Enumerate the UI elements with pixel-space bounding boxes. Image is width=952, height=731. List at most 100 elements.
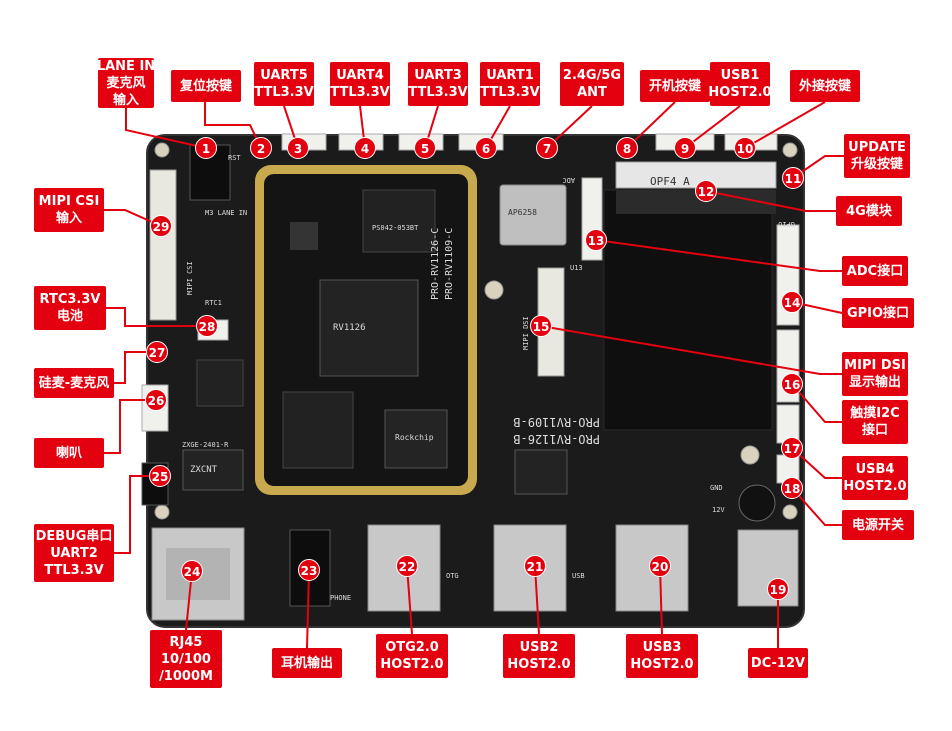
silk-gpio: GPIO: [778, 220, 795, 228]
callout-text: DC-12V: [750, 655, 806, 671]
silk-model-b1: PRO-RV1126-B: [513, 432, 600, 446]
callout-text: 硅麦-麦克风: [38, 375, 110, 391]
callout-label-28: RTC3.3V 电池: [34, 286, 106, 330]
callout-text: MIPI DSI: [844, 358, 906, 373]
callout-text: /1000M: [159, 668, 213, 684]
silk-chip-brand: Rockchip: [395, 433, 434, 442]
silk-eth: ZXCNT: [190, 465, 218, 475]
callout-label-10: 外接按键: [790, 70, 860, 102]
silk-model-c2: PRO-RV1109-C: [444, 228, 455, 300]
leader-line-21: [534, 565, 540, 635]
silk-u13: U13: [570, 264, 583, 272]
silk-model-b2: PRO-RV1109-B: [513, 415, 600, 429]
callout-text: DEBUG串口: [35, 528, 113, 544]
callout-text: USB4: [855, 462, 895, 477]
callout-text: 输入: [55, 211, 82, 226]
callout-text: 麦克风: [106, 75, 146, 91]
silk-otg: OTG: [446, 572, 459, 580]
callout-text: UPDATE: [848, 140, 906, 155]
silk-rst: RST: [228, 154, 241, 162]
callout-badge-13: 13: [585, 229, 607, 251]
callout-text: 电池: [56, 309, 83, 324]
callout-text: 喇叭: [55, 445, 82, 461]
silk-rtc: RTC1: [205, 299, 222, 307]
leader-line-13: [595, 239, 842, 272]
callout-badge-21: 21: [524, 555, 546, 577]
callout-text: ADC接口: [846, 263, 904, 279]
silk-phone: PHONE: [330, 594, 351, 602]
callout-text: 复位按键: [179, 78, 232, 94]
leader-line-23: [306, 569, 310, 649]
m2-4g-slot: [615, 161, 777, 189]
callout-badge-4: 4: [354, 137, 376, 159]
callout-text: 接口: [861, 423, 888, 438]
callout-text: TTL3.3V: [254, 85, 314, 100]
callout-label-8: 开机按键: [640, 70, 710, 102]
callout-text: GPIO接口: [846, 305, 910, 321]
callout-badge-27: 27: [146, 341, 168, 363]
callout-label-14: GPIO接口: [842, 298, 914, 328]
callout-text: UART5: [260, 68, 308, 83]
callout-text: USB3: [642, 640, 682, 655]
leader-line-10: [744, 101, 826, 149]
callout-text: RTC3.3V: [39, 292, 101, 307]
callout-text: UART1: [486, 68, 534, 83]
callout-badge-11: 11: [782, 167, 804, 189]
callout-badge-2: 2: [250, 137, 272, 159]
silk-gnd: GND: [710, 484, 723, 492]
callout-text: 4G模块: [846, 203, 892, 219]
callout-text: HOST2.0: [630, 657, 694, 672]
callout-label-26: 喇叭: [34, 438, 104, 468]
callout-badge-28: 28: [196, 315, 218, 337]
callout-badge-15: 15: [530, 315, 552, 337]
leader-line-2: [204, 102, 262, 149]
callout-text: USB1: [720, 68, 760, 83]
leader-line-17: [791, 447, 842, 479]
silk-chip-flash: PS042-053BT: [372, 224, 419, 232]
silk-adc: ADC: [562, 176, 575, 184]
silk-mipi-csi: MIPI CSI: [186, 261, 194, 295]
callout-badge-3: 3: [287, 137, 309, 159]
callout-badge-6: 6: [475, 137, 497, 159]
mount-hole-bl: [154, 504, 170, 520]
capacitor: [738, 484, 776, 522]
chip-ram: [282, 391, 354, 469]
callout-label-18: 电源开关: [842, 510, 914, 540]
leader-line-18: [791, 487, 842, 526]
mount-hole-mid2: [740, 445, 760, 465]
callout-text: UART3: [414, 68, 462, 83]
callout-badge-23: 23: [298, 559, 320, 581]
callout-text: TTL3.3V: [44, 562, 104, 578]
silk-lcd-code: OPF4 A: [650, 175, 690, 188]
codec-chip: [196, 359, 244, 407]
callout-text: HOST2.0: [380, 657, 444, 672]
callout-label-12: 4G模块: [836, 196, 902, 226]
chip-pmic: [384, 409, 448, 469]
callout-text: 输入: [112, 92, 139, 108]
callout-badge-26: 26: [145, 389, 167, 411]
leader-line-29: [104, 209, 162, 227]
callout-badge-8: 8: [616, 137, 638, 159]
callout-label-16: 触摸I2C 接口: [842, 400, 908, 444]
silk-usb: USB: [572, 572, 585, 580]
leader-line-27: [114, 351, 157, 384]
callout-text: TTL3.3V: [480, 85, 540, 100]
callout-text: 外接按键: [798, 78, 851, 94]
eth-chip: [182, 449, 244, 491]
leader-line-15: [540, 325, 842, 375]
callout-text: 触摸I2C: [850, 406, 900, 421]
silk-chip-wifi: AP6258: [508, 208, 537, 217]
